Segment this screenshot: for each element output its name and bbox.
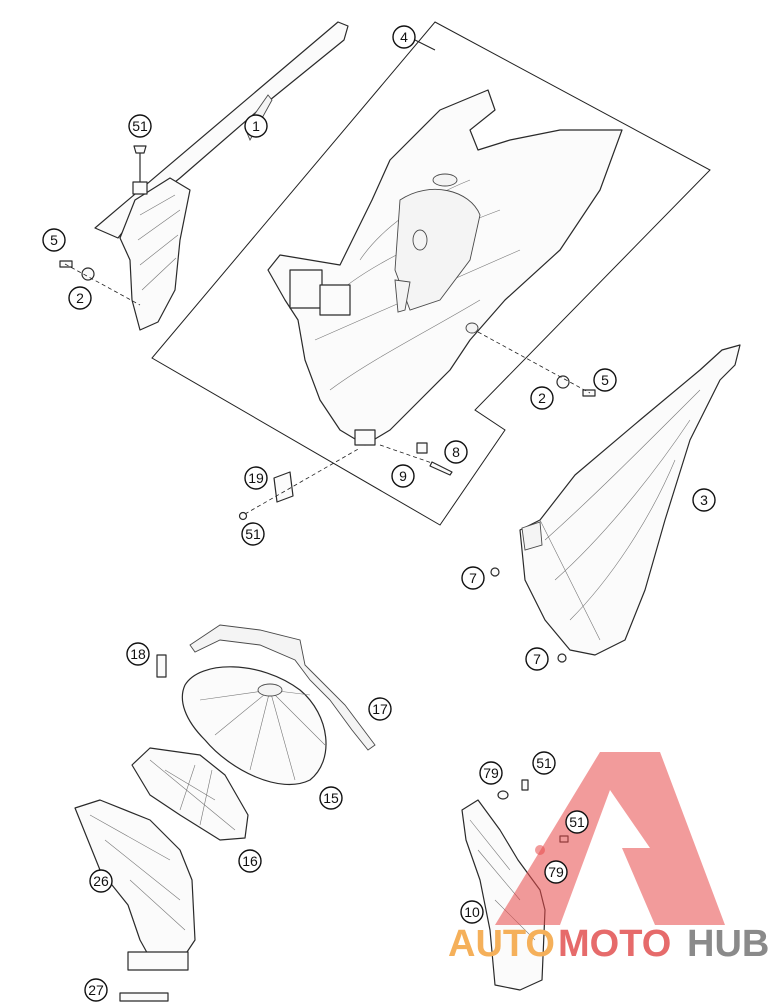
part-1-side-strip — [94, 21, 349, 331]
part-79-washer-a — [497, 790, 509, 800]
leader-8-9 — [379, 444, 433, 464]
svg-text:1: 1 — [252, 118, 260, 134]
part-2-grommet-b — [556, 375, 570, 389]
svg-text:7: 7 — [533, 651, 541, 667]
callout-79-a: 79 — [479, 761, 503, 785]
svg-text:2: 2 — [538, 390, 546, 406]
part-5-screw-a — [59, 260, 73, 268]
callout-51-a: 51 — [128, 114, 152, 138]
callout-4: 4 — [392, 25, 416, 49]
callout-16: 16 — [238, 849, 262, 873]
svg-text:18: 18 — [130, 646, 146, 662]
callout-8: 8 — [444, 440, 468, 464]
part-17-filter-holder — [189, 624, 376, 751]
svg-text:5: 5 — [601, 372, 609, 388]
callout-26: 26 — [89, 869, 113, 893]
part-8-clip — [416, 442, 428, 454]
callout-7-a: 7 — [461, 566, 485, 590]
part-7-nut-b — [557, 653, 567, 663]
watermark-moto: MOTO — [558, 923, 671, 965]
part-9-pin — [429, 461, 453, 476]
callout-4-leader — [414, 39, 436, 51]
part-5-screw-b — [582, 389, 596, 397]
callout-10: 10 — [460, 900, 484, 924]
svg-text:51: 51 — [245, 526, 261, 542]
callout-79-b: 79 — [544, 860, 568, 884]
part-19-bracket — [273, 471, 294, 503]
svg-text:19: 19 — [248, 470, 264, 486]
svg-text:17: 17 — [372, 701, 388, 717]
svg-text:27: 27 — [88, 982, 104, 998]
svg-text:8: 8 — [452, 444, 460, 460]
part-3-side-cover — [519, 344, 741, 656]
callout-5-a: 5 — [42, 228, 66, 252]
callout-9: 9 — [391, 464, 415, 488]
svg-text:15: 15 — [323, 790, 339, 806]
callout-5-b: 5 — [593, 368, 617, 392]
callout-7-b: 7 — [525, 647, 549, 671]
watermark-hub: HUB — [687, 923, 769, 965]
svg-text:51: 51 — [536, 755, 552, 771]
part-26-intake-boot — [74, 799, 196, 971]
part-15-air-filter — [181, 666, 327, 785]
part-2-grommet-a — [81, 267, 95, 281]
svg-text:2: 2 — [76, 290, 84, 306]
callout-1: 1 — [244, 114, 268, 138]
callout-15: 15 — [319, 786, 343, 810]
svg-text:51: 51 — [132, 118, 148, 134]
callout-3: 3 — [692, 488, 716, 512]
svg-text:26: 26 — [93, 873, 109, 889]
part-51-screw-c — [521, 779, 529, 791]
watermark-auto: AUTO — [448, 923, 555, 965]
callout-19: 19 — [244, 466, 268, 490]
svg-text:4: 4 — [400, 29, 408, 45]
part-27-clamp — [119, 992, 169, 1002]
callout-2-a: 2 — [68, 286, 92, 310]
leader-2a — [64, 263, 141, 306]
part-7-nut-a — [490, 567, 500, 577]
part-51-screw-b — [238, 511, 248, 521]
leader-2b — [477, 331, 591, 394]
part-4-group-frame — [151, 21, 711, 526]
svg-text:51: 51 — [569, 814, 585, 830]
svg-text:79: 79 — [548, 864, 564, 880]
part-16-filter-cage — [131, 747, 249, 841]
svg-text:79: 79 — [483, 765, 499, 781]
svg-text:10: 10 — [464, 904, 480, 920]
svg-text:3: 3 — [700, 492, 708, 508]
callout-18: 18 — [126, 642, 150, 666]
callout-51-d: 51 — [565, 810, 589, 834]
part-4-air-box — [267, 89, 623, 446]
callout-27: 27 — [84, 978, 108, 1002]
callout-2-b: 2 — [530, 386, 554, 410]
svg-text:5: 5 — [50, 232, 58, 248]
svg-text:9: 9 — [399, 468, 407, 484]
part-18-stud — [156, 654, 167, 678]
svg-text:7: 7 — [469, 570, 477, 586]
svg-text:16: 16 — [242, 853, 258, 869]
leader-19 — [244, 447, 361, 515]
callout-51-b: 51 — [241, 522, 265, 546]
callout-17: 17 — [368, 697, 392, 721]
callout-51-c: 51 — [532, 751, 556, 775]
